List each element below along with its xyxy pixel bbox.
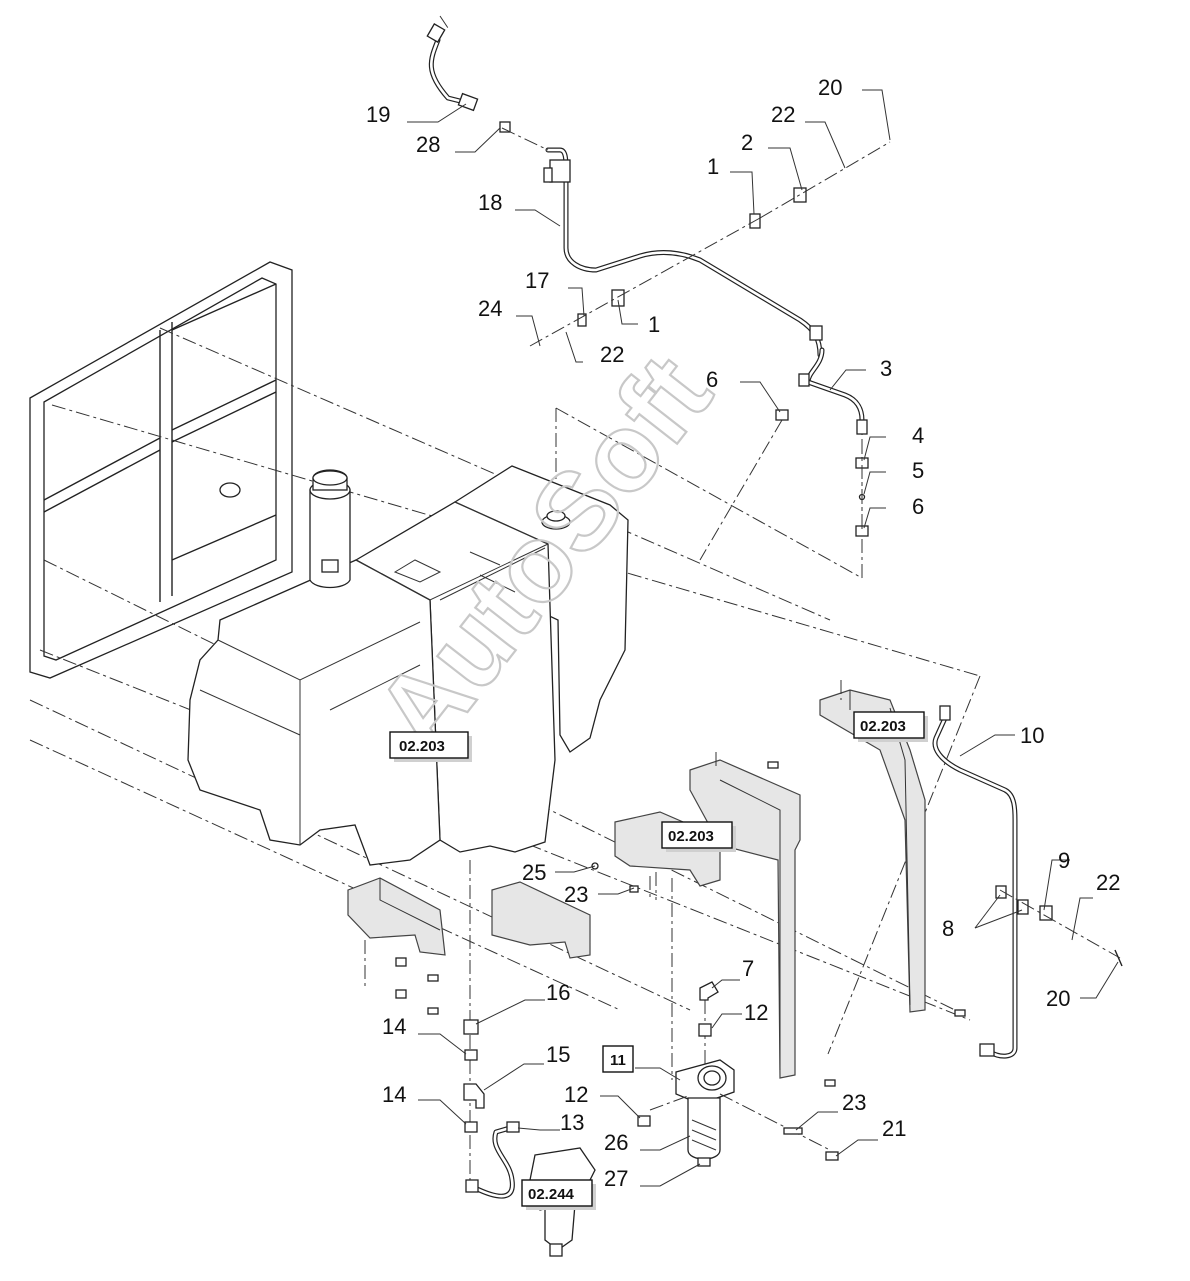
leader-lines <box>407 89 1119 1187</box>
callouts: 20 22 19 2 28 1 18 17 24 1 22 6 3 4 5 6 … <box>366 75 1120 1191</box>
callout-18: 18 <box>478 190 502 215</box>
callout-23-mid: 23 <box>564 882 588 907</box>
callout-7: 7 <box>742 956 754 981</box>
right-fuel-line <box>932 705 1123 1059</box>
callout-17: 17 <box>525 268 549 293</box>
callout-12-top: 12 <box>744 1000 768 1025</box>
callout-2: 2 <box>741 130 753 155</box>
callout-25: 25 <box>522 860 546 885</box>
callout-24: 24 <box>478 296 502 321</box>
callout-1-top: 1 <box>707 154 719 179</box>
callout-28: 28 <box>416 132 440 157</box>
callout-16: 16 <box>546 980 570 1005</box>
callout-20-right: 20 <box>1046 986 1070 1011</box>
chassis-frame <box>29 261 293 679</box>
callout-8: 8 <box>942 916 954 941</box>
callout-6-left: 6 <box>706 367 718 392</box>
callout-26: 26 <box>604 1130 628 1155</box>
callout-14-bottom: 14 <box>382 1082 406 1107</box>
callout-9: 9 <box>1058 848 1070 873</box>
ref-box-11 <box>602 1045 634 1073</box>
callout-1-mid: 1 <box>648 312 660 337</box>
callout-5: 5 <box>912 458 924 483</box>
ref-02-203-left: 02.203 <box>399 738 445 755</box>
upper-fuel-line <box>426 15 891 561</box>
callout-13: 13 <box>560 1110 584 1135</box>
ref-02-244: 02.244 <box>528 1186 575 1203</box>
fuel-tank <box>187 465 629 866</box>
callout-27: 27 <box>604 1166 628 1191</box>
callout-12-bottom: 12 <box>564 1082 588 1107</box>
callout-14-top: 14 <box>382 1014 406 1039</box>
callout-4: 4 <box>912 423 924 448</box>
reference-boxes: 02.203 02.203 02.203 02.244 <box>389 711 928 1210</box>
callout-6-right: 6 <box>912 494 924 519</box>
ref-02-203-right: 02.203 <box>860 718 906 735</box>
callout-11: 11 <box>610 1052 626 1069</box>
callout-3: 3 <box>880 356 892 381</box>
ref-02-203-center: 02.203 <box>668 828 714 845</box>
callout-22-right: 22 <box>1096 870 1120 895</box>
callout-10: 10 <box>1020 723 1044 748</box>
callout-22-top: 22 <box>771 102 795 127</box>
callout-22-mid: 22 <box>600 342 624 367</box>
callout-19: 19 <box>366 102 390 127</box>
callout-21: 21 <box>882 1116 906 1141</box>
callout-23-bottom: 23 <box>842 1090 866 1115</box>
callout-20-top: 20 <box>818 75 842 100</box>
callout-15: 15 <box>546 1042 570 1067</box>
